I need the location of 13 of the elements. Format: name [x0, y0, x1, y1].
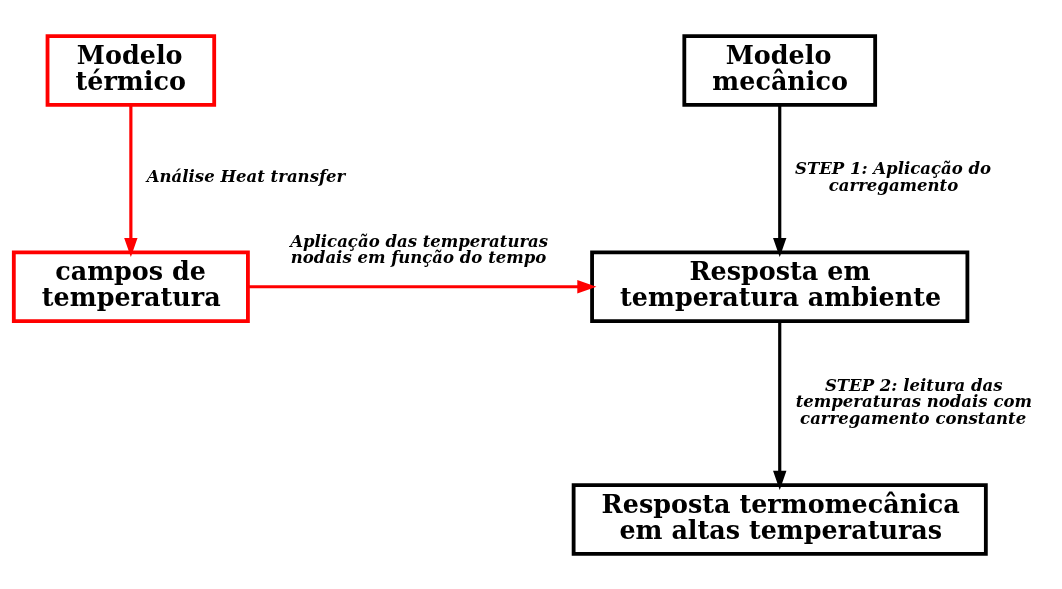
node-box: Modelo mecânico: [682, 33, 878, 107]
arrow: [773, 104, 787, 257]
node-box: Resposta termomecânica em altas temperaturas: [571, 482, 988, 556]
node-box: Resposta em temperatura ambiente: [590, 249, 970, 323]
arrow: [773, 321, 787, 490]
edge-label: STEP 2: leitura das temperaturas nodais com carregamento constante: [795, 374, 1032, 428]
node-box: Modelo térmico: [45, 33, 217, 107]
node-box: campos de temperatura: [11, 249, 250, 323]
arrow: [124, 104, 138, 257]
edge-label: STEP 1: Aplicação do carregamento: [795, 157, 992, 195]
edge-label: Análise Heat transfer: [146, 165, 346, 186]
arrow: [248, 279, 597, 293]
edge-label: Aplicação das temperaturas nodais em função do tempo: [290, 230, 549, 267]
